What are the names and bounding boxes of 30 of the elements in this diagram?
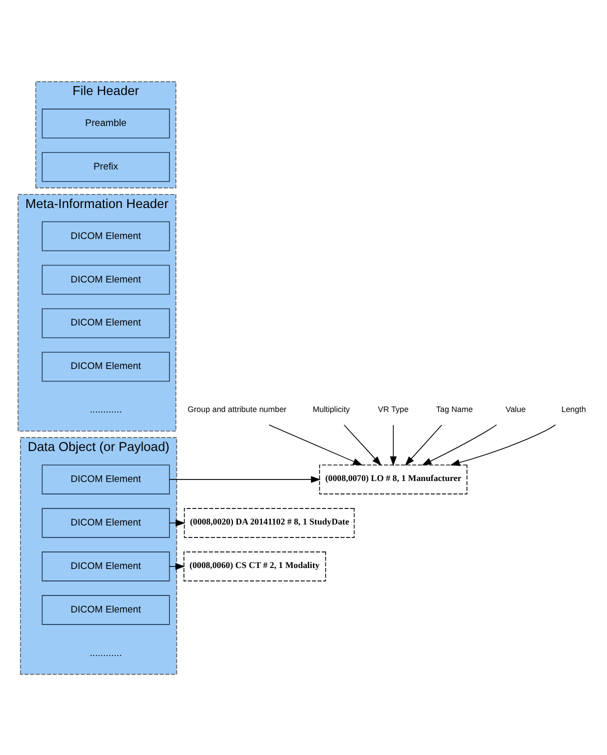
node-box: DICOM Element (42, 508, 170, 538)
node-box: (0008,0070) LO # 8, 1 Manufacturer (319, 464, 468, 494)
node-box: DICOM Element (42, 220, 170, 251)
node-box: DICOM Element (42, 551, 170, 581)
node-box: DICOM Element (42, 464, 170, 494)
node-box: DICOM Element (42, 594, 170, 624)
node-text: Value (506, 404, 526, 414)
arrow (169, 476, 321, 482)
node-text: Tag Name (436, 404, 473, 414)
arrow (169, 519, 186, 526)
arrow (169, 562, 186, 570)
arrow (268, 424, 363, 465)
node-box: (0008,0020) DA 20141102 # 8, 1 StudyDate (184, 508, 355, 538)
arrow (390, 424, 397, 466)
node-text: Length (561, 404, 586, 414)
node-box: Prefix (42, 152, 170, 182)
node-box: (0008,0060) CS CT # 2, 1 Modality (184, 551, 326, 581)
label: ............ (90, 647, 122, 658)
node-text: Multiplicity (312, 404, 350, 414)
arrow (422, 424, 497, 465)
arrow (344, 424, 382, 466)
arrow (404, 424, 442, 466)
arrow (450, 424, 556, 466)
node-box: DICOM Element (42, 351, 170, 382)
node-text: Group and attribute number (188, 404, 286, 414)
node-box: DICOM Element (42, 264, 170, 294)
node-box: Preamble (42, 108, 170, 138)
label: ............ (90, 404, 122, 416)
node-text: VR Type (378, 404, 409, 414)
node-box: DICOM Element (42, 308, 170, 338)
